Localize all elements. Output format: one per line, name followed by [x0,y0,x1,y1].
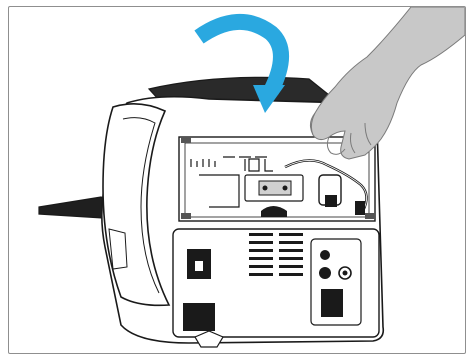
instruction-figure [8,6,466,354]
power-switch-icon [187,249,211,279]
device-illustration [9,7,465,353]
label-plate [183,303,215,331]
